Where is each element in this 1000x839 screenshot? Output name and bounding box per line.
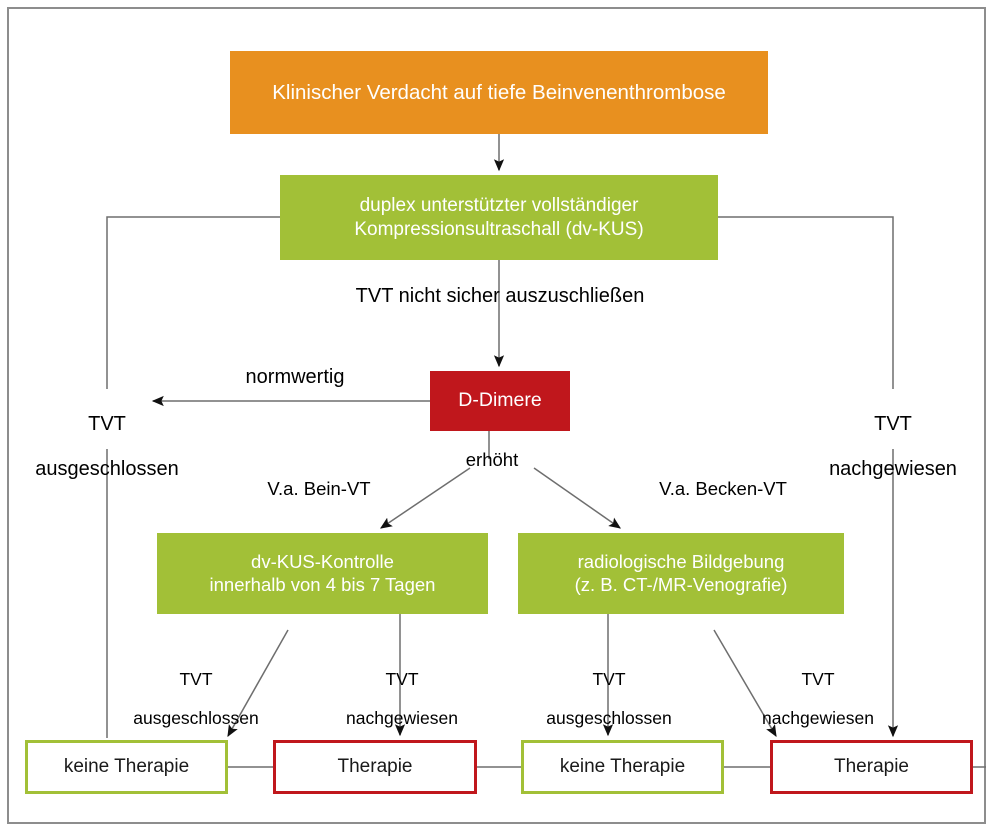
node-d-dimere[interactable]: D-Dimere: [430, 371, 570, 431]
node-compression-ultrasound-line2: Kompressionsultraschall (dv-KUS): [354, 218, 644, 240]
node-radiological-imaging-line2: (z. B. CT-/MR-Venografie): [574, 573, 788, 595]
label-branch2-line2: nachgewiesen: [346, 707, 458, 728]
label-suspect-pelvic-vt: V.a. Becken-VT: [659, 478, 787, 499]
label-tvt-excluded-left: TVT ausgeschlossen: [16, 391, 198, 503]
label-branch1-tvt-excluded: TVT ausgeschlossen: [108, 650, 284, 748]
node-therapy-right-label: Therapie: [834, 756, 909, 778]
node-no-therapy-right-label: keine Therapie: [559, 756, 686, 778]
label-branch3-line1: TVT: [592, 668, 626, 689]
label-branch2-line1: TVT: [385, 668, 419, 689]
label-branch1-line1: TVT: [179, 668, 213, 689]
node-therapy-right[interactable]: Therapie: [770, 740, 973, 794]
node-no-therapy-left[interactable]: keine Therapie: [25, 740, 228, 794]
node-compression-ultrasound-line1: duplex unterstützter vollständiger: [359, 195, 639, 217]
node-therapy-left-label: Therapie: [337, 756, 413, 778]
label-erhoeht: erhöht: [465, 449, 519, 470]
node-therapy-left[interactable]: Therapie: [273, 740, 477, 794]
node-clinical-suspicion-label: Klinischer Verdacht auf tiefe Beinvenent…: [272, 81, 726, 104]
label-not-excludable: TVT nicht sicher auszuschließen: [355, 285, 645, 307]
node-radiological-imaging-line1: radiologische Bildgebung: [577, 550, 785, 572]
label-tvt-proven-right: TVT nachgewiesen: [802, 391, 984, 503]
label-branch3-tvt-excluded: TVT ausgeschlossen: [521, 650, 697, 748]
label-branch4-line1: TVT: [801, 668, 835, 689]
label-tvt-proven-right-line2: nachgewiesen: [829, 458, 957, 481]
node-d-dimere-label: D-Dimere: [458, 389, 542, 412]
label-branch4-tvt-proven: TVT nachgewiesen: [738, 650, 898, 748]
node-radiological-imaging[interactable]: radiologische Bildgebung (z. B. CT-/MR-V…: [518, 533, 844, 614]
node-dvkus-control[interactable]: dv-KUS-Kontrolle innerhalb von 4 bis 7 T…: [157, 533, 488, 614]
label-branch1-line2: ausgeschlossen: [133, 707, 259, 728]
label-branch2-tvt-proven: TVT nachgewiesen: [322, 650, 482, 748]
node-no-therapy-right[interactable]: keine Therapie: [521, 740, 724, 794]
diagram-frame: [7, 7, 986, 824]
node-no-therapy-left-label: keine Therapie: [63, 756, 190, 778]
label-branch4-line2: nachgewiesen: [762, 707, 874, 728]
node-dvkus-control-line2: innerhalb von 4 bis 7 Tagen: [209, 573, 436, 595]
label-normwertig: normwertig: [245, 366, 345, 388]
node-clinical-suspicion[interactable]: Klinischer Verdacht auf tiefe Beinvenent…: [230, 51, 768, 134]
node-compression-ultrasound[interactable]: duplex unterstützter vollständiger Kompr…: [280, 175, 718, 260]
label-tvt-excluded-left-line1: TVT: [88, 413, 126, 436]
label-suspect-leg-vt: V.a. Bein-VT: [267, 478, 371, 499]
label-tvt-excluded-left-line2: ausgeschlossen: [35, 458, 179, 481]
label-tvt-proven-right-line1: TVT: [874, 413, 912, 436]
node-dvkus-control-line1: dv-KUS-Kontrolle: [251, 550, 394, 572]
label-branch3-line2: ausgeschlossen: [546, 707, 672, 728]
